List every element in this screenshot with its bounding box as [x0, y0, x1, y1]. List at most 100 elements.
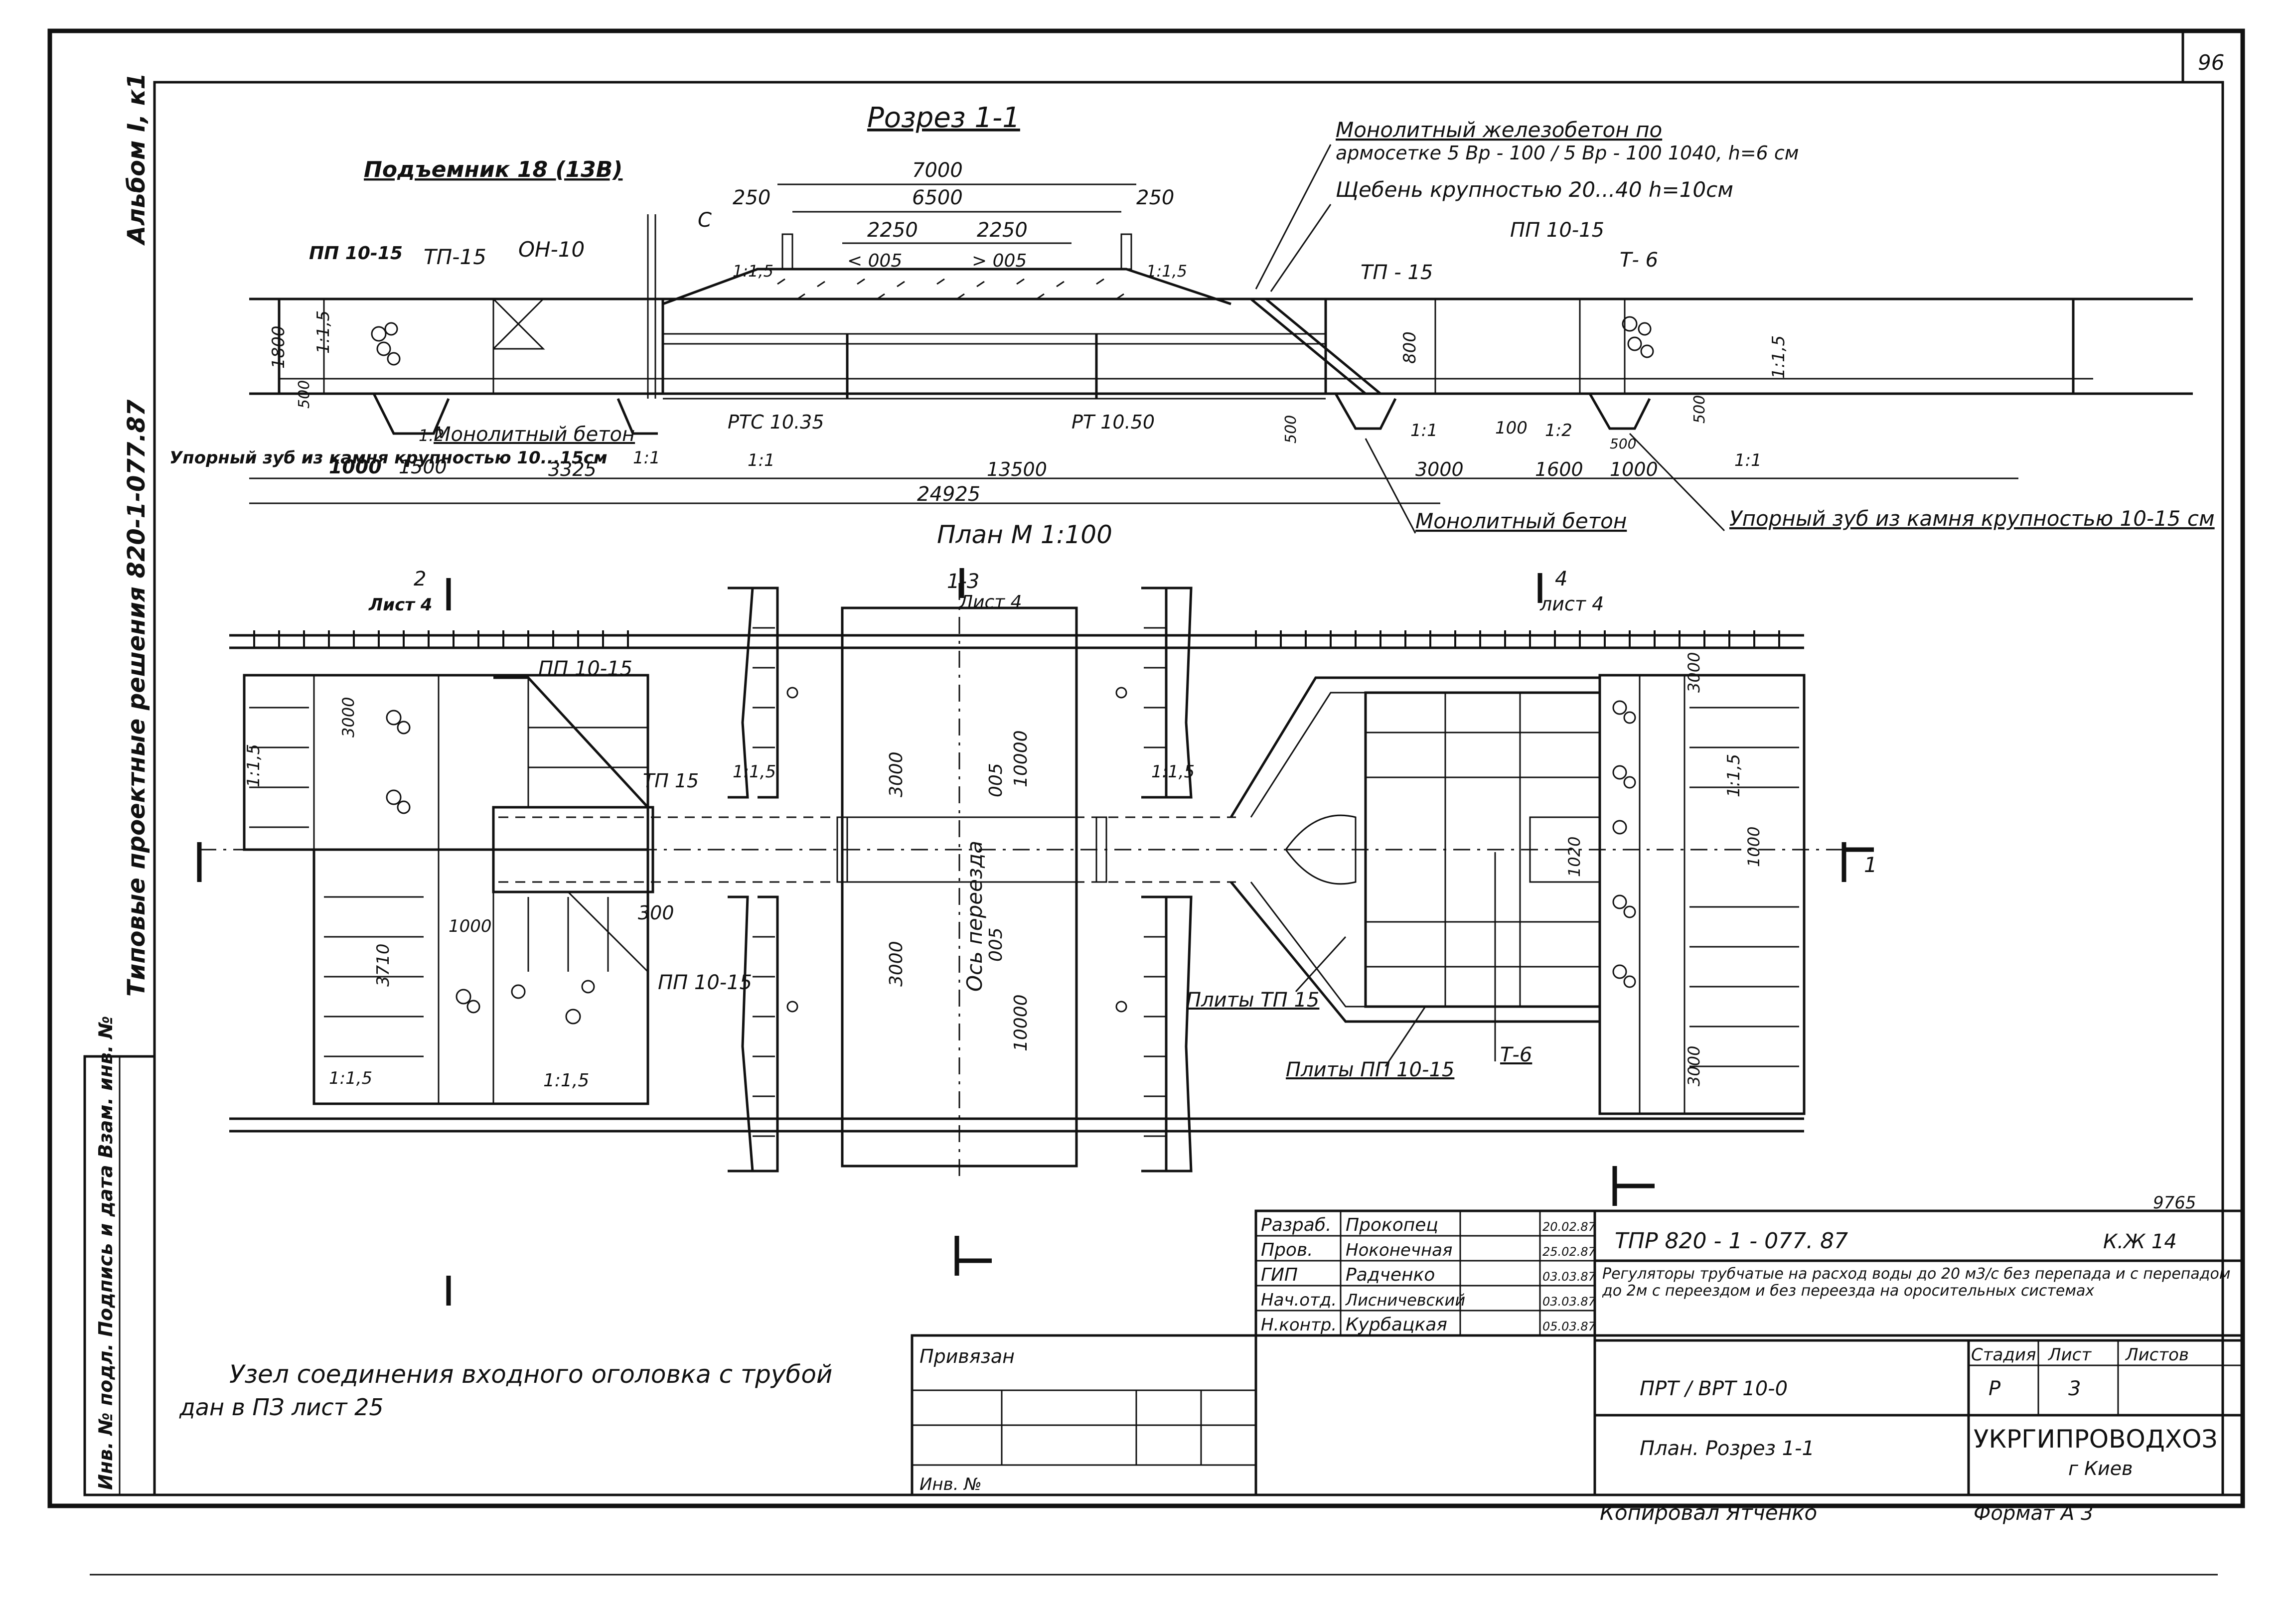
page-number: 96	[2198, 50, 2224, 75]
cut-3-sheet: Лист 4	[958, 592, 1022, 612]
plan-slope-5: 1:1,5	[543, 1070, 589, 1091]
dim-1000-r: 1000	[1610, 458, 1658, 480]
plan-mark-pp-bot: ПП 10-15	[658, 971, 752, 994]
tb-role-4: Н.контр.	[1261, 1315, 1337, 1335]
left-concrete-label: Монолитный бетон	[434, 423, 635, 446]
cut-2-sheet: Лист 4	[368, 595, 432, 615]
dim-1500: 1500	[399, 456, 447, 478]
note-line-2: дан в ПЗ лист 25	[179, 1394, 384, 1421]
tb-name-4: Курбацкая	[1346, 1315, 1447, 1335]
plan-slope-3: 1:1,5	[1151, 762, 1195, 782]
tb-code: ТПР 820 - 1 - 077. 87	[1615, 1228, 1848, 1254]
stones-left	[371, 322, 401, 366]
slope-lt: < 005	[847, 251, 902, 271]
height-100: 100	[1495, 418, 1528, 438]
tb-sheet-label: Лист	[2047, 1345, 2092, 1365]
left-strip-text: Инв. № подл. Подпись и дата Взам. инв. №	[95, 1016, 117, 1490]
section-slope-1: 1:1,5	[733, 262, 773, 281]
slope-1-1-b: 1:1	[748, 450, 775, 470]
plan-dim-3000-d: 3000	[1684, 1046, 1703, 1086]
tb-name-3: Лисничевский	[1345, 1291, 1465, 1310]
top-dim-2250-l: 2250	[867, 219, 918, 242]
tb-privyazan: Привязан	[919, 1345, 1015, 1367]
mark-tp-left: ТП-15	[424, 245, 486, 269]
dim-3000: 3000	[1415, 458, 1464, 480]
section-title: Розрез 1-1	[867, 102, 1020, 134]
top-dim-7000: 7000	[912, 159, 963, 182]
plan-mark-tp: ТП 15	[643, 770, 699, 792]
tb-object: ПРТ / ВРТ 10-0	[1640, 1377, 1788, 1400]
dim-13500: 13500	[987, 458, 1047, 480]
dim-24925: 24925	[917, 483, 980, 506]
height-slope: 1:1,5	[313, 310, 333, 354]
mark-pp-left: ПП 10-15	[309, 243, 403, 264]
top-dim-250-l: 250	[733, 186, 770, 209]
series-side-label: Типовые проектные решения 820-1-077.87	[123, 399, 151, 997]
tb-copied: Копировал Ятченко	[1600, 1500, 1817, 1525]
tb-date-4: 05.03.87	[1542, 1320, 1596, 1333]
plan-dim-3000-e: 3000	[339, 697, 358, 737]
stones-right	[1622, 316, 1654, 358]
slope-gt: > 005	[972, 251, 1027, 271]
crossing-hatch	[753, 627, 1166, 1137]
mark-rt: РТ 10.50	[1071, 411, 1155, 433]
top-dim-6500: 6500	[912, 186, 963, 209]
plates-tp-label: Плиты ТП 15	[1186, 989, 1319, 1012]
height-500-m: 500	[1282, 415, 1300, 443]
plan-view: План М 1:100	[197, 520, 1877, 1306]
tb-role-0: Разраб.	[1261, 1215, 1331, 1235]
tb-date-3: 03.03.87	[1542, 1295, 1596, 1309]
mark-c: С	[698, 209, 712, 232]
inventory-mark: 9765	[2153, 1193, 2196, 1213]
dim-1600: 1600	[1535, 458, 1583, 480]
tb-kit: К.Ж 14	[2103, 1230, 2177, 1253]
section-slope-2: 1:1,5	[1146, 262, 1187, 281]
plan-dim-10000-b: 10000	[1011, 994, 1031, 1051]
plan-dim-1000: 1000	[1744, 827, 1763, 867]
slope-1-1-d: 1:1	[1734, 450, 1762, 470]
plan-mark-1000: 1000	[449, 916, 492, 936]
t6-label: Т-6	[1500, 1043, 1532, 1066]
cut-4-sheet: лист 4	[1539, 593, 1604, 615]
height-800: 800	[1400, 331, 1420, 364]
callout-mesh: армосетке 5 Вр - 100 / 5 Вр - 100 1040, …	[1336, 142, 1799, 164]
height-1800: 1800	[269, 325, 289, 369]
tb-role-2: ГИП	[1261, 1265, 1298, 1285]
cut-2-top: 2	[414, 568, 426, 590]
tb-drawing-name: План. Розрез 1-1	[1640, 1437, 1815, 1460]
plates-pp-label: Плиты ПП 10-15	[1286, 1058, 1454, 1081]
dim-1000-l: 1000	[329, 456, 382, 478]
tb-stage-label: Стадия	[1971, 1345, 2036, 1365]
plan-dim-3000-a: 3000	[886, 751, 907, 797]
left-margin: Альбом I, к1 Типовые проектные решения 8…	[83, 73, 156, 1496]
left-tooth-label: Упорный зуб из камня крупностью 10...15с…	[169, 448, 608, 468]
slope-1-1-a: 1:1	[633, 448, 660, 468]
tb-date-2: 03.03.87	[1542, 1270, 1596, 1284]
height-500-rr: 500	[1610, 436, 1636, 452]
right-tooth-label: Упорный зуб из камня крупностью 10-15 см	[1729, 506, 2215, 531]
cut-4: 4	[1555, 568, 1567, 590]
callout-gravel: Щебень крупностью 20...40 h=10см	[1336, 177, 1733, 202]
crossing-val-2: 005	[986, 927, 1006, 962]
plan-mark-300: 300	[638, 902, 674, 924]
tb-date-1: 25.02.87	[1542, 1245, 1596, 1259]
mark-t6: Т- 6	[1620, 249, 1658, 272]
slope-1-5-r: 1:1,5	[1769, 335, 1789, 379]
height-500-l: 500	[296, 380, 313, 409]
plan-dim-3710: 3710	[373, 943, 393, 987]
crossing-bolts	[786, 687, 1127, 1013]
plan-slope-1: 1:1,5	[244, 744, 264, 787]
plan-title: План М 1:100	[937, 520, 1112, 549]
plan-dim-10000-a: 10000	[1011, 730, 1031, 787]
fence-ticks	[253, 630, 1780, 648]
right-plan-hatch	[1689, 707, 1799, 1067]
album-label: Альбом I, к1	[123, 73, 151, 246]
plan-slope-4: 1:1,5	[329, 1068, 372, 1088]
left-plan-hatch	[249, 707, 424, 1057]
left-plan-stones	[386, 710, 595, 1025]
tb-stage: Р	[1989, 1377, 2001, 1400]
lifter-label: Подъемник 18 (13В)	[364, 157, 622, 182]
slope-1-2-a: 1:2	[1545, 421, 1572, 441]
note-line-1: Узел соединения входного оголовка с труб…	[229, 1360, 832, 1389]
